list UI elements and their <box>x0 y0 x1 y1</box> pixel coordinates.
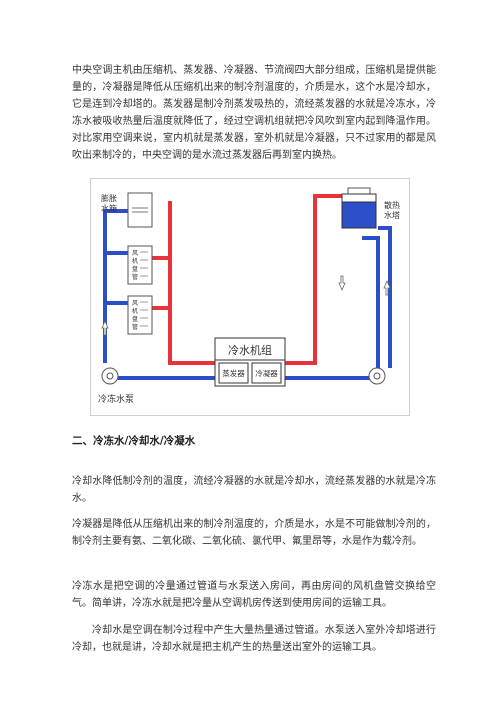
chilled-water-pump <box>101 367 119 385</box>
chiller-label: 冷水机组 <box>228 343 272 357</box>
arrow-up-left <box>101 319 109 336</box>
expansion-tank-label-1: 膨胀 <box>101 193 117 203</box>
fan-coil-2-char-3: 盘 <box>132 315 138 323</box>
fan-coil-2-char-1: 风 <box>132 300 138 307</box>
pump-label: 冷冻水泵 <box>98 393 134 405</box>
fan-coil-2-char-4: 管 <box>132 323 138 331</box>
cooling-tower: 散热 水塔 <box>341 187 400 229</box>
intro-paragraph: 中央空调主机由压缩机、蒸发器、冷凝器、节流阀四大部分组成，压缩机是提供能量的，冷… <box>72 65 436 161</box>
chilled-water-system-diagram: 膨胀 水箱 风 机 盘 管 风 机 盘 管 散热 水塔 <box>90 178 410 416</box>
arrow-down-mid <box>338 275 346 292</box>
arrow-up-right <box>383 279 391 296</box>
condenser-label: 冷凝器 <box>255 368 278 378</box>
evaporator-label: 蒸发器 <box>222 368 245 378</box>
flow-arrows <box>101 275 391 336</box>
condenser-box <box>251 362 282 384</box>
paragraph-1: 冷却水降低制冷剂的温度，流经冷凝器的水就是冷却水，流经蒸发器的水就是冷冻水。 <box>72 476 436 504</box>
section-heading: 二、冷冻水/冷却水/冷凝水 <box>72 435 196 447</box>
evaporator-box <box>218 362 249 384</box>
blue-pipe-loop <box>103 209 392 380</box>
paragraph-4: 冷却水是空调在制冷过程中产生大量热量通过管道。水泵送入室外冷却塔进行冷却，也就是… <box>72 625 436 653</box>
fan-coil-1-char-3: 盘 <box>132 265 138 273</box>
red-pipe-loop <box>150 194 358 365</box>
fan-coil-1-char-2: 机 <box>132 257 138 265</box>
cooling-water-pump <box>368 367 386 385</box>
chiller-unit: 冷水机组 蒸发器 冷凝器 <box>214 337 286 387</box>
expansion-tank: 膨胀 水箱 <box>101 192 153 228</box>
expansion-tank-label-2: 水箱 <box>101 203 117 213</box>
fan-coil-unit-2: 风 机 盘 管 <box>127 295 153 335</box>
cooling-tower-label-1: 散热 <box>384 200 400 210</box>
paragraph-3: 冷冻水是把空调的冷量通过管道与水泵送入房间，再由房间的风机盘管交换给空气。简单讲… <box>72 581 436 609</box>
fan-coil-1-char-1: 风 <box>132 250 138 257</box>
fan-coil-1-char-4: 管 <box>132 273 138 281</box>
cooling-tower-label-2: 水塔 <box>384 210 400 220</box>
fan-coil-2-char-2: 机 <box>132 307 138 315</box>
paragraph-2: 冷凝器是降低从压缩机出来的制冷剂温度的，介质是水，水是不可能做制冷剂的，制冷剂主… <box>72 519 436 547</box>
fan-coil-unit-1: 风 机 盘 管 <box>127 245 153 285</box>
